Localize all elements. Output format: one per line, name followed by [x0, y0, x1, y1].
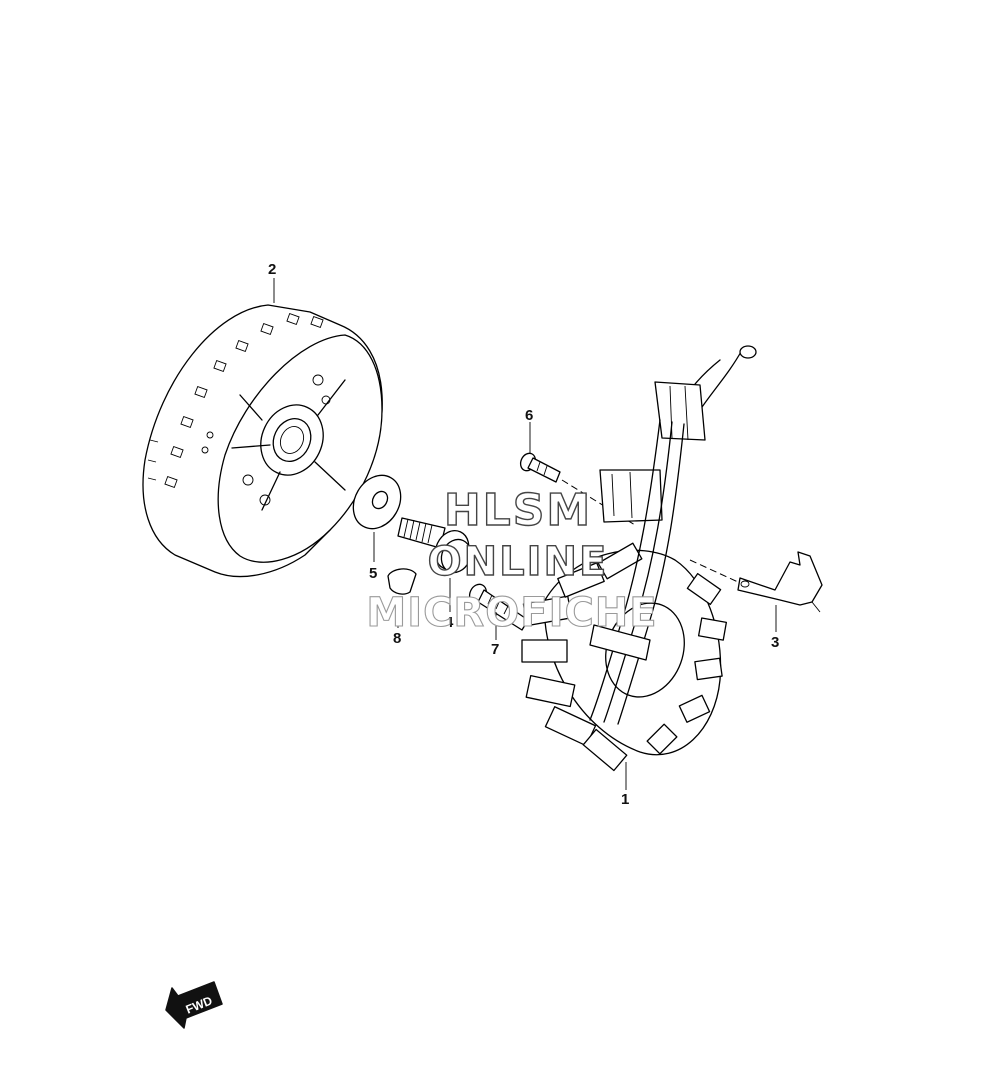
forward-arrow-icon: FWD — [165, 981, 223, 1029]
watermark-line-3: MICROFICHE — [366, 590, 657, 636]
callout-8: 8 — [393, 630, 401, 647]
callout-numbers: 2 5 8 4 7 6 3 1 — [268, 261, 779, 808]
harness-bracket-part[interactable] — [689, 551, 823, 613]
watermark: HLSM ONLINE MICROFICHE — [366, 484, 657, 636]
callout-1: 1 — [621, 791, 629, 808]
callout-4: 4 — [445, 614, 454, 631]
callout-3: 3 — [771, 634, 779, 651]
stator-coil-part[interactable] — [521, 345, 757, 772]
stator-screw-part[interactable] — [467, 582, 529, 631]
washer-part[interactable] — [344, 467, 410, 537]
watermark-line-1: HLSM — [444, 485, 592, 536]
rotor-bolt-part[interactable] — [397, 517, 476, 577]
callout-6: 6 — [525, 407, 533, 424]
leader-lines — [273, 278, 777, 790]
callout-2: 2 — [268, 261, 276, 278]
callout-5: 5 — [369, 565, 377, 582]
callout-7: 7 — [491, 641, 499, 658]
flywheel-rotor-part[interactable] — [142, 304, 383, 578]
watermark-line-2: ONLINE — [428, 539, 609, 585]
key-part[interactable] — [387, 568, 417, 595]
